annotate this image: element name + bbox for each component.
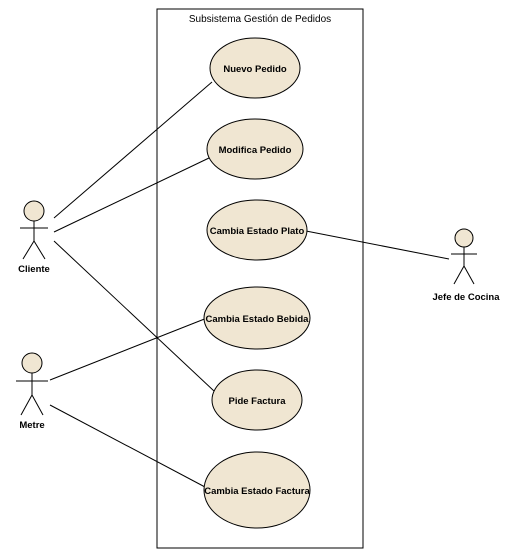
actor-jefe-de-cocina[interactable]: Jefe de Cocina bbox=[432, 228, 500, 303]
system-boundary-title: Subsistema Gestión de Pedidos bbox=[189, 14, 331, 25]
use-case-ellipse bbox=[211, 369, 303, 431]
association-cliente-pide-factura bbox=[53, 240, 215, 392]
association-cliente-modifica-pedido bbox=[53, 157, 210, 233]
use-case-cambia-estado-factura[interactable]: Cambia Estado Factura bbox=[203, 451, 311, 529]
association-metre-cambia-estado-bebida bbox=[49, 317, 208, 381]
use-case-pide-factura[interactable]: Pide Factura bbox=[211, 369, 303, 431]
use-case-nuevo-pedido[interactable]: Nuevo Pedido bbox=[209, 37, 301, 99]
use-case-cambia-estado-bebida[interactable]: Cambia Estado Bebida bbox=[203, 286, 311, 350]
use-case-label: Nuevo Pedido bbox=[223, 64, 287, 75]
use-case-label: Cambia Estado Factura bbox=[204, 486, 310, 497]
use-case-modifica-pedido[interactable]: Modifica Pedido bbox=[206, 118, 304, 180]
use-case-ellipse bbox=[209, 37, 301, 99]
actor-label: Jefe de Cocina bbox=[432, 292, 500, 303]
use-case-label: Pide Factura bbox=[228, 396, 286, 407]
use-case-ellipse bbox=[203, 451, 311, 529]
actor-icon bbox=[16, 352, 48, 416]
use-case-label: Modifica Pedido bbox=[219, 145, 292, 156]
association-jefe-de-cocina-cambia-estado-plato bbox=[305, 230, 450, 260]
actor-cliente[interactable]: Cliente bbox=[18, 200, 50, 275]
association-metre-cambia-estado-factura bbox=[49, 404, 206, 488]
use-case-ellipse bbox=[206, 118, 304, 180]
use-case-cambia-estado-plato[interactable]: Cambia Estado Plato bbox=[206, 199, 308, 261]
association-cliente-nuevo-pedido bbox=[53, 81, 213, 219]
use-case-ellipse bbox=[203, 286, 311, 350]
associations bbox=[49, 81, 450, 488]
use-case-ellipse bbox=[206, 199, 308, 261]
actor-label: Metre bbox=[19, 420, 44, 431]
actor-icon bbox=[20, 200, 48, 260]
actor-label: Cliente bbox=[18, 264, 50, 275]
actor-metre[interactable]: Metre bbox=[16, 352, 48, 431]
use-case-label: Cambia Estado Plato bbox=[210, 226, 305, 237]
actor-icon bbox=[451, 228, 477, 285]
use-case-label: Cambia Estado Bebida bbox=[206, 314, 310, 325]
